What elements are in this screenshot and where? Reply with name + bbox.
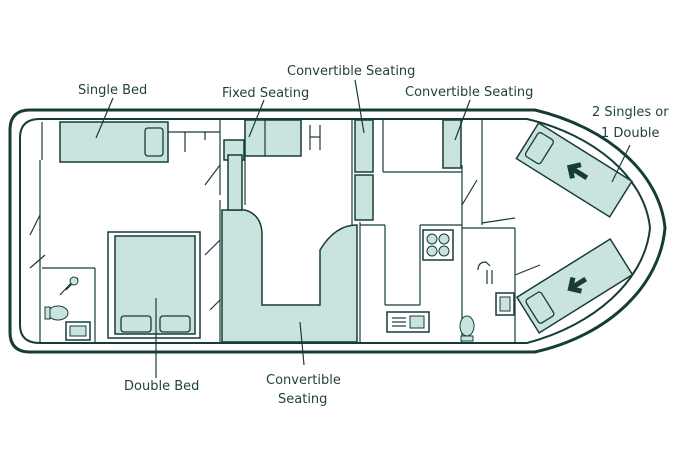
bow-single-bed-upper (515, 121, 633, 218)
hull-inner (19, 118, 652, 344)
label-double-bed: Double Bed (124, 379, 199, 394)
sink-icon (65, 321, 91, 341)
convertible-seating-lounge (221, 209, 358, 343)
toilet-icon-right (459, 315, 475, 342)
label-convertible-seating-2: Convertible Seating (405, 85, 533, 100)
label-convertible-bottom-2: Seating (278, 392, 327, 407)
fixed-seating (244, 119, 302, 157)
convertible-seating-right (442, 119, 462, 169)
callout-lines (95, 79, 631, 378)
lounge-column (227, 154, 243, 211)
label-convertible-seating-1: Convertible Seating (287, 64, 415, 79)
label-fixed-seating: Fixed Seating (222, 86, 309, 101)
label-singles-line2: 1 Double (601, 126, 659, 141)
label-convertible-bottom-1: Convertible (266, 373, 341, 388)
galley-sink-icon (386, 311, 430, 333)
toilet-icon (44, 305, 69, 321)
shower-icon (59, 276, 79, 296)
label-singles-line1: 2 Singles or (592, 105, 669, 120)
convertible-seating-mid (354, 119, 374, 221)
bow-single-bed-lower (515, 237, 634, 334)
label-single-bed: Single Bed (78, 83, 147, 98)
shower-icon-right (477, 261, 493, 284)
hob-icon (422, 229, 454, 261)
single-bed (59, 121, 169, 163)
hull-outer (8, 108, 667, 354)
interior-walls (29, 120, 541, 342)
double-bed (107, 231, 201, 339)
sink-icon-right (495, 292, 515, 316)
